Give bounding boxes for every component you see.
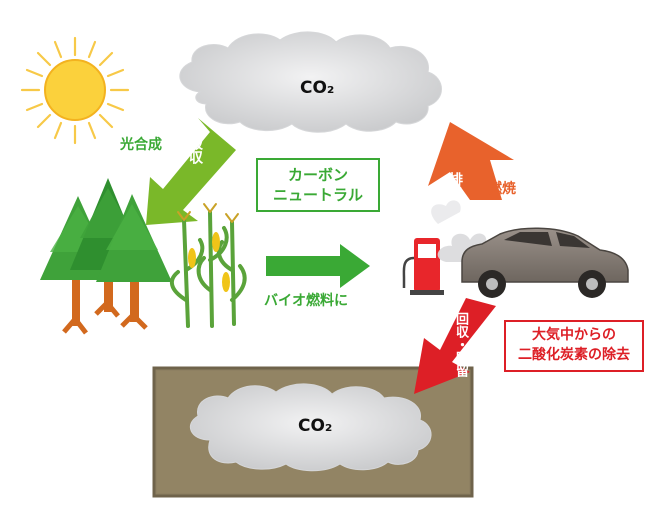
exhaust-puff-icon [431,200,461,224]
underground-co2-label: CO₂ [298,416,333,436]
atmosphere-co2-label: CO₂ [300,78,335,98]
biofuel-arrow [266,244,370,288]
carbon-neutral-box: カーボン ニュートラル [256,158,380,212]
tree-right-icon [96,194,172,330]
co2-removal-box: 大気中からの 二酸化炭素の除去 [504,320,644,372]
corn-plants-icon [169,203,247,328]
emission-arrow [428,122,514,200]
photosynthesis-label: 光合成 [120,137,162,153]
atmosphere-co2-cloud [179,31,442,133]
capture-arrow [414,298,496,394]
biofuel-label: バイオ燃料に [264,293,348,309]
co2-removal-line-2: 二酸化炭素の除去 [518,347,630,363]
carbon-neutral-line-2: ニュートラル [272,186,363,204]
combustion-label: 燃焼 [488,181,516,197]
tree-icons [40,178,172,335]
emission-label: 排出 [447,172,463,200]
co2-removal-line-1: 大気中からの [532,327,616,344]
absorb-arrow [146,118,236,225]
sun-icon [20,36,130,145]
carbon-neutral-line-1: カーボン [287,165,348,184]
fuel-pump-icon [402,238,444,295]
underground-co2-cloud [189,383,432,472]
capture-storage-label: 回収・貯留 [453,312,468,377]
car-icon [461,227,629,298]
absorb-label: 吸収 [187,136,203,164]
